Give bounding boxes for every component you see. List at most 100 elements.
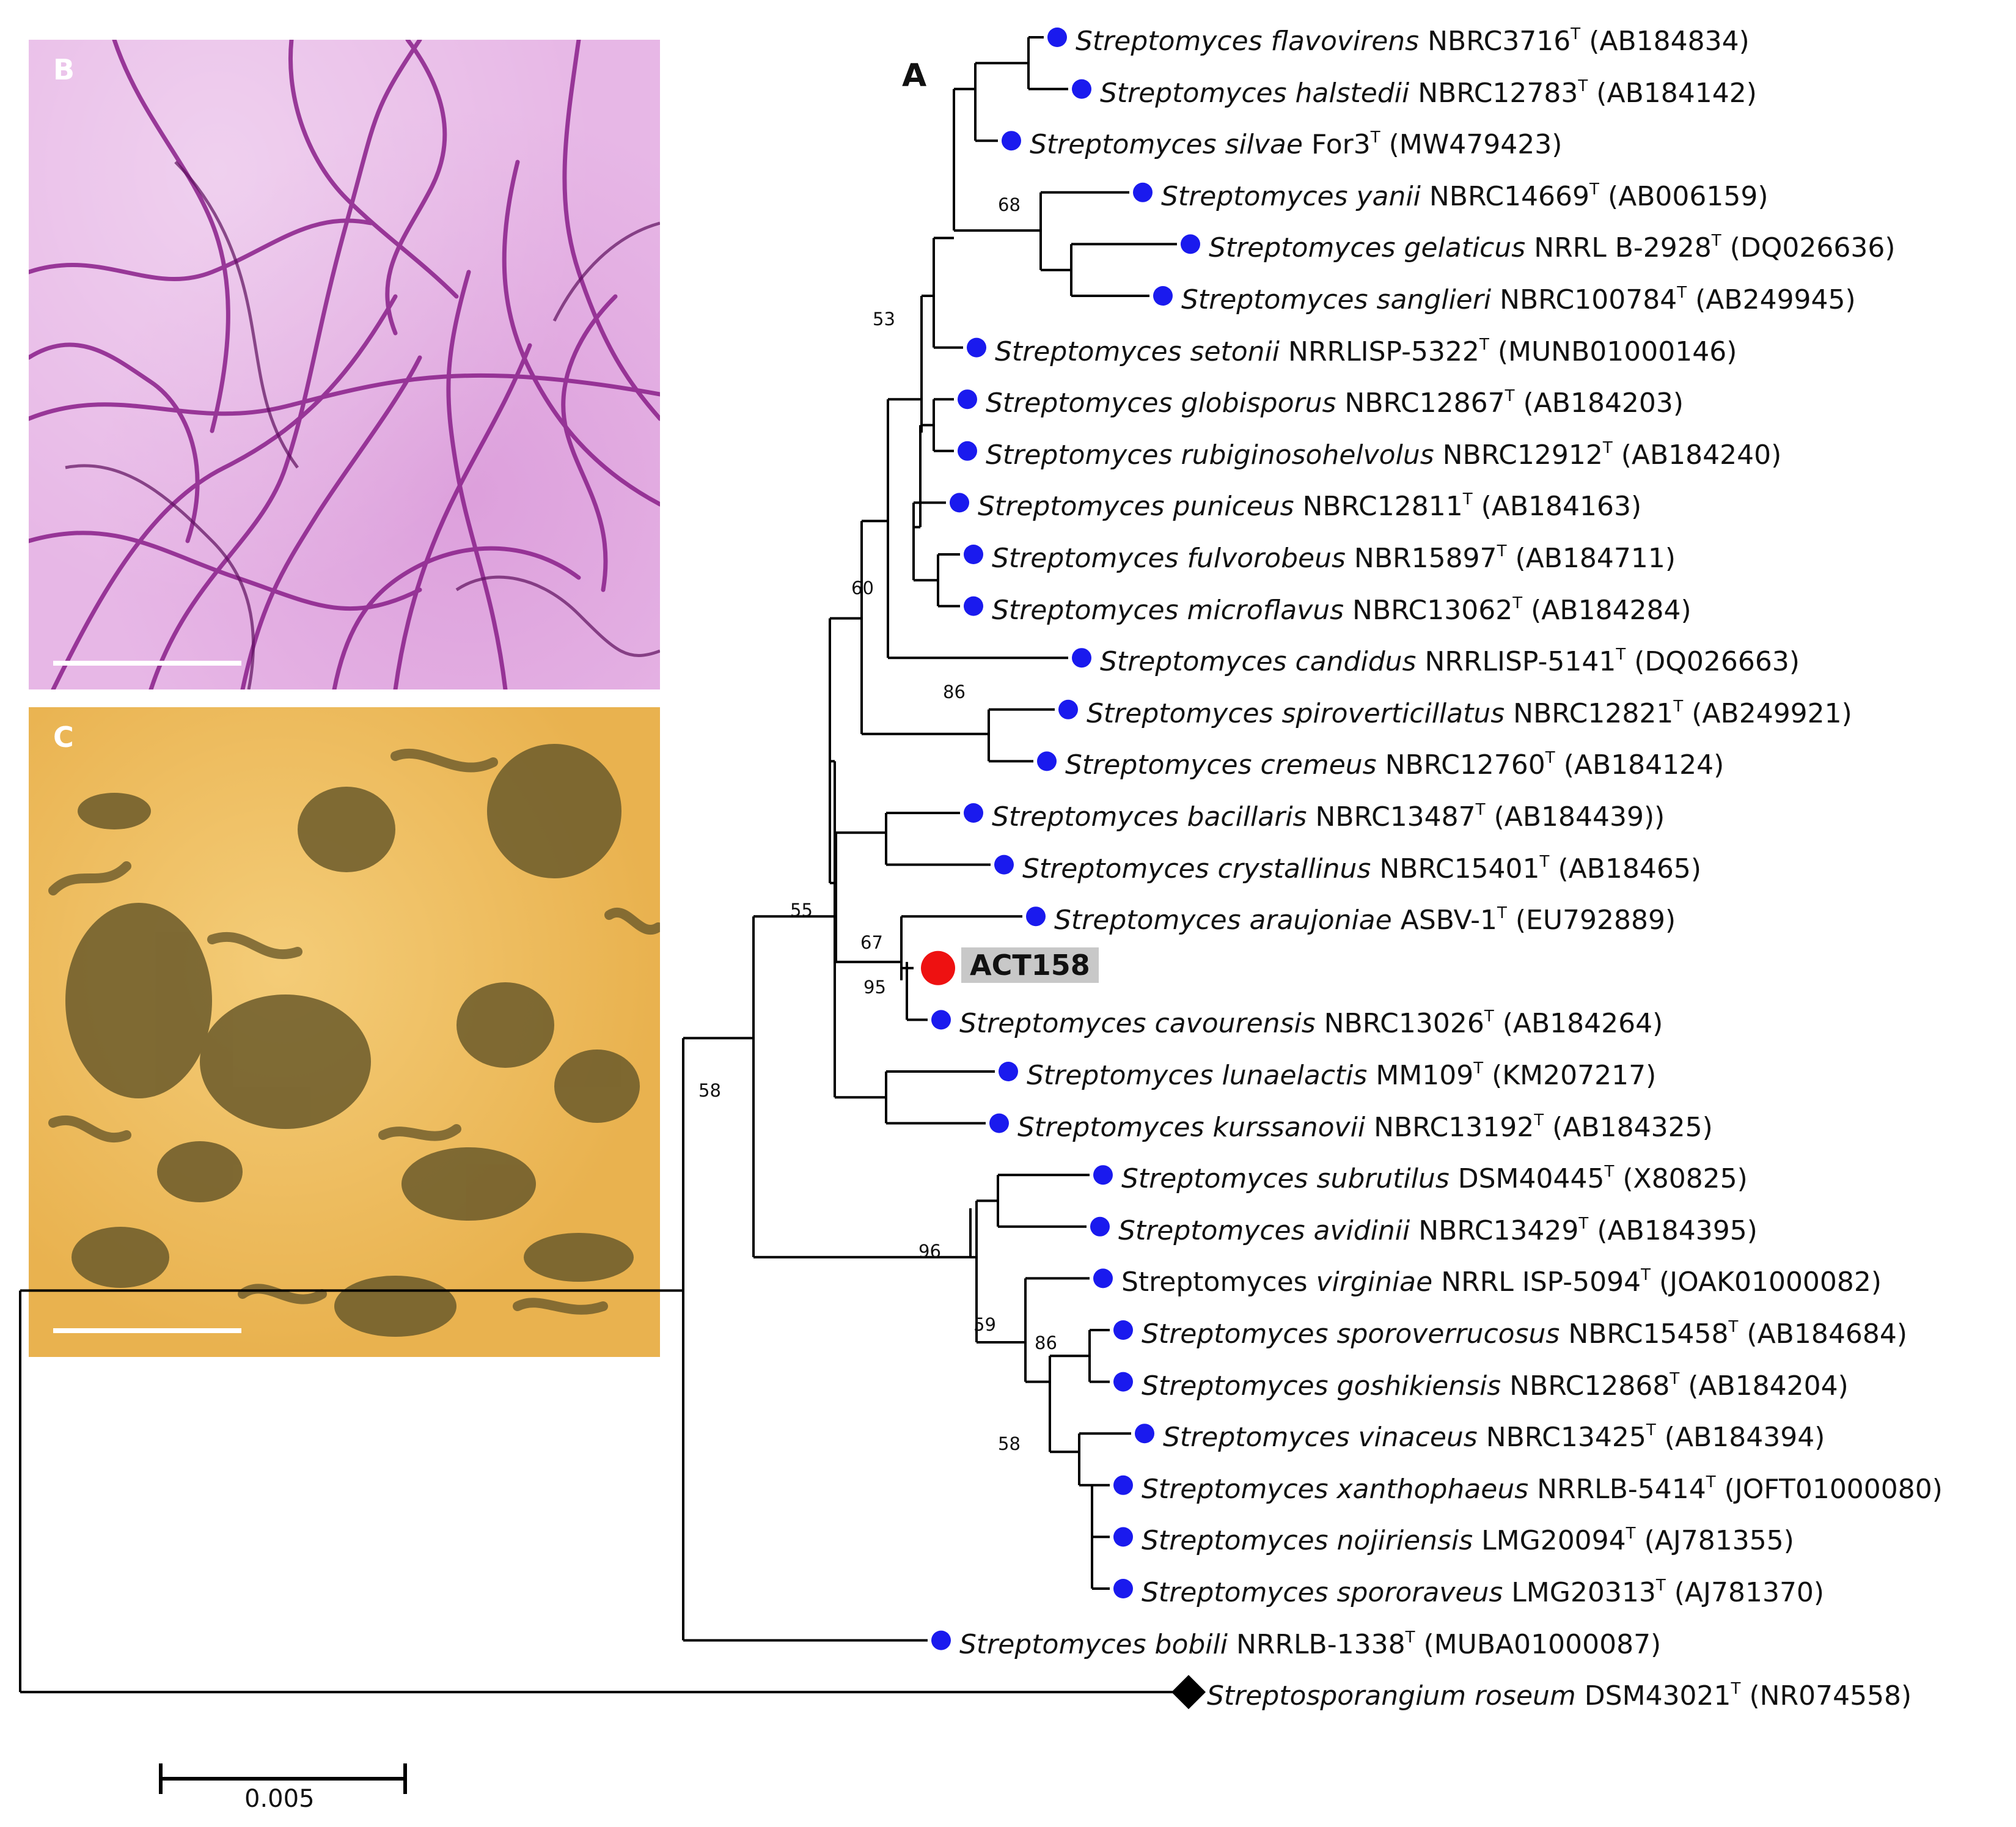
- accession-number: (AB184264): [1502, 1008, 1663, 1040]
- taxon-name: Streptomyces yanii: [1161, 180, 1421, 212]
- reference-strain-dot: [931, 1010, 951, 1030]
- query-strain-name: ACT158: [961, 947, 1099, 983]
- strain-id: MM109: [1376, 1060, 1474, 1091]
- taxon-label: Streptomyces silvae For3T (MW479423): [1030, 122, 1562, 160]
- strain-id: NBRC13062: [1352, 594, 1513, 626]
- taxon-name: Streptomyces spiroverticillatus: [1087, 697, 1505, 729]
- taxon-label: Streptomyces cremeus NBRC12760T (AB18412…: [1065, 743, 1724, 781]
- taxon-label: Streptomyces yanii NBRC14669T (AB006159): [1161, 174, 1769, 212]
- taxon-label: Streptomyces cavourensis NBRC13026T (AB1…: [959, 1001, 1663, 1039]
- taxon-label: Streptomyces setonii NRRLISP-5322T (MUNB…: [995, 329, 1737, 367]
- taxon-label: Streptomyces nojiriensis LMG20094T (AJ78…: [1142, 1518, 1794, 1556]
- strain-id: NBRC13026: [1324, 1008, 1484, 1040]
- taxon-label: Streptomyces xanthophaeus NRRLB-5414T (J…: [1142, 1467, 1943, 1505]
- species-epithet: virginiae: [1316, 1266, 1433, 1298]
- reference-strain-dot: [958, 389, 977, 410]
- taxon-name: Streptomyces fulvorobeus: [992, 543, 1346, 574]
- type-strain-superscript: T: [1677, 284, 1687, 302]
- reference-strain-dot: [1037, 751, 1057, 771]
- reference-strain-dot: [950, 493, 969, 513]
- reference-strain-dot: [1113, 1579, 1133, 1598]
- accession-number: (AB184684): [1747, 1318, 1907, 1350]
- accession-number: (AJ781355): [1644, 1525, 1794, 1557]
- reference-strain-dot: [1113, 1372, 1133, 1392]
- accession-number: (KM207217): [1492, 1060, 1657, 1091]
- type-strain-superscript: T: [1626, 1524, 1636, 1543]
- strain-id: NBRC12783: [1418, 77, 1578, 109]
- accession-number: (AB184203): [1523, 388, 1684, 419]
- bootstrap-value: 68: [998, 194, 1021, 215]
- taxon-name: Streptomyces cremeus: [1065, 749, 1377, 781]
- taxon-label: Streptomyces gelaticus NRRL B-2928T (DQ0…: [1209, 226, 1896, 263]
- strain-id: LMG20094: [1481, 1525, 1626, 1557]
- reference-strain-dot: [1113, 1320, 1133, 1340]
- reference-strain-dot: [1072, 79, 1091, 99]
- strain-id: NBRC13425: [1486, 1422, 1646, 1454]
- strain-id: For3: [1311, 129, 1371, 161]
- taxon-label: Streptomyces halstedii NBRC12783T (AB184…: [1100, 71, 1757, 109]
- reference-strain-dot: [967, 337, 986, 358]
- reference-strain-dot: [1113, 1527, 1133, 1547]
- reference-strain-dot: [1047, 28, 1067, 47]
- taxon-name: Streptomyces puniceus: [978, 491, 1294, 523]
- reference-strain-dot: [994, 855, 1014, 875]
- reference-strain-dot: [964, 545, 983, 564]
- taxon-label: Streptomyces araujoniae ASBV-1T (EU79288…: [1054, 898, 1676, 936]
- taxon-name: Streptomyces bacillaris: [992, 801, 1307, 833]
- strain-id: NBRC12811: [1302, 491, 1463, 523]
- strain-id: NBRC12912: [1442, 439, 1603, 471]
- outgroup-diamond-marker: [1171, 1675, 1206, 1710]
- panel-label-c: C: [53, 721, 74, 754]
- bootstrap-value: 55: [790, 900, 813, 921]
- accession-number: (X80825): [1622, 1163, 1748, 1195]
- bootstrap-value: 58: [998, 1433, 1021, 1454]
- taxon-name: Streptomyces globisporus: [986, 388, 1336, 419]
- type-strain-superscript: T: [1673, 697, 1684, 716]
- strain-id: ASBV-1: [1400, 905, 1497, 936]
- taxon-name: Streptomyces sporoverrucosus: [1142, 1318, 1560, 1350]
- micrograph-panel-c: C: [29, 707, 660, 1357]
- type-strain-superscript: T: [1505, 387, 1515, 406]
- taxon-name: Streptomyces goshikiensis: [1142, 1370, 1501, 1402]
- bootstrap-value: 86: [1035, 1333, 1057, 1353]
- accession-number: (AB184124): [1563, 749, 1725, 781]
- reference-strain-dot: [1181, 234, 1200, 254]
- type-strain-superscript: T: [1641, 1266, 1651, 1285]
- taxon-name: Streptosporangium roseum: [1207, 1680, 1576, 1712]
- type-strain-superscript: T: [1475, 801, 1486, 819]
- taxon-label: Streptomyces avidinii NBRC13429T (AB1843…: [1118, 1208, 1758, 1246]
- strain-id: NBRC3716: [1428, 26, 1571, 57]
- type-strain-superscript: T: [1571, 25, 1581, 43]
- accession-number: (DQ026663): [1634, 646, 1800, 678]
- accession-number: (AB184325): [1552, 1111, 1713, 1143]
- strain-id: NBR15897: [1354, 543, 1497, 574]
- type-strain-superscript: T: [1731, 1680, 1741, 1699]
- taxon-name: Streptomyces sanglieri: [1181, 284, 1492, 315]
- taxon-label: Streptomyces kurssanovii NBRC13192T (AB1…: [1017, 1105, 1713, 1143]
- micrograph-panel-b: B: [29, 40, 660, 689]
- reference-strain-dot: [1090, 1216, 1110, 1237]
- accession-number: (AB18465): [1558, 853, 1702, 884]
- type-strain-superscript: T: [1646, 1421, 1656, 1440]
- taxon-label: Streptomyces sanglieri NBRC100784T (AB24…: [1181, 278, 1856, 315]
- taxon-label: Streptomyces goshikiensis NBRC12868T (AB…: [1142, 1364, 1849, 1402]
- strain-id: NBRC12867: [1344, 388, 1505, 419]
- taxon-name: Streptomyces microflavus: [992, 594, 1344, 626]
- reference-strain-dot: [1113, 1475, 1133, 1495]
- taxon-name: Streptomyces setonii: [995, 336, 1280, 367]
- reference-strain-dot: [1072, 648, 1091, 668]
- scale-bar-label: 0.005: [244, 1785, 315, 1813]
- strain-id: NRRLISP-5322: [1288, 336, 1479, 367]
- taxon-name: Streptomyces halstedii: [1100, 77, 1410, 109]
- taxon-name: Streptomyces avidinii: [1118, 1215, 1410, 1246]
- type-strain-superscript: T: [1706, 1472, 1716, 1491]
- type-strain-superscript: T: [1512, 594, 1523, 612]
- accession-number: (AB184284): [1531, 594, 1692, 626]
- taxon-name: Streptomyces bobili: [959, 1628, 1228, 1660]
- bootstrap-value: 60: [851, 578, 874, 598]
- type-strain-superscript: T: [1545, 749, 1555, 768]
- accession-number: (AB184834): [1589, 26, 1750, 57]
- taxon-name: Streptomyces vinaceus: [1163, 1422, 1478, 1454]
- taxon-label: Streptomyces vinaceus NBRC13425T (AB1843…: [1163, 1415, 1825, 1453]
- accession-number: (AB249921): [1692, 697, 1852, 729]
